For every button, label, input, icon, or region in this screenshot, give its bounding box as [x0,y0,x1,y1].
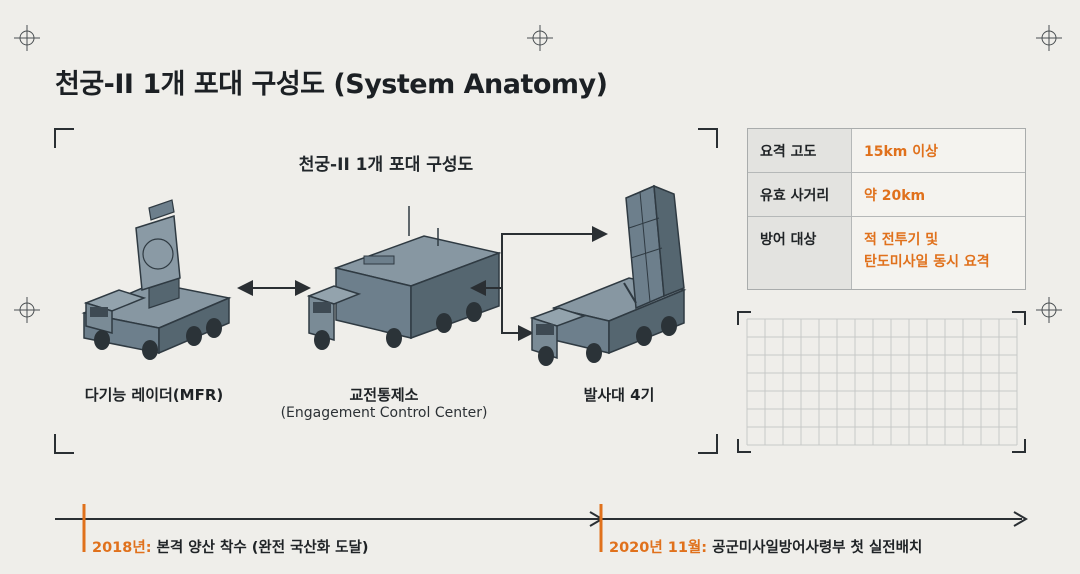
vehicle-illustrations [81,184,687,366]
unit-label-ecc: 교전통제소 (Engagement Control Center) [279,384,489,421]
crosshair-icon [14,297,40,323]
timeline-text: 공군미사일방어사령부 첫 실전배치 [707,540,923,556]
unit-name: 발사대 4기 [583,386,655,404]
panel-corner [698,434,718,454]
grid-panel [737,311,1026,453]
unit-name: 다기능 레이더(MFR) [84,386,224,404]
spec-row: 요격 고도 15km 이상 [748,129,1025,173]
radar-truck-icon [81,199,232,360]
timeline-year: 2020년 11월: [609,540,708,556]
unit-subtitle: (Engagement Control Center) [280,405,488,421]
page-title: 천궁-II 1개 포대 구성도 (System Anatomy) [55,69,608,100]
spec-key: 유효 사거리 [748,173,852,216]
timeline-event: 2020년 11월: 공군미사일방어사령부 첫 실전배치 [609,536,922,557]
diagram-title: 천궁-II 1개 포대 구성도 [298,155,474,175]
anatomy-panel: 천궁-II 1개 포대 구성도 [54,128,718,454]
unit-label-radar: 다기능 레이더(MFR) [74,384,234,405]
crosshair-icon [527,25,553,51]
timeline-year: 2018년: [92,540,152,556]
spec-value: 적 전투기 및 탄도미사일 동시 요격 [852,217,1025,289]
spec-value-line: 적 전투기 및 [864,232,939,248]
timeline [55,504,1028,552]
spec-value: 약 20km [864,188,926,204]
crosshair-icon [14,25,40,51]
spec-key: 요격 고도 [748,129,852,172]
timeline-arrowhead [1013,511,1028,527]
unit-label-launcher: 발사대 4기 [559,384,679,405]
panel-corner [54,434,74,454]
unit-name: 교전통제소 [349,386,419,404]
timeline-text: 본격 양산 착수 (완전 국산화 도달) [151,540,369,556]
spec-row: 방어 대상 적 전투기 및 탄도미사일 동시 요격 [748,217,1025,289]
spec-table: 요격 고도 15km 이상 유효 사거리 약 20km 방어 대상 적 전투기 … [747,128,1026,290]
timeline-event: 2018년: 본격 양산 착수 (완전 국산화 도달) [92,536,368,557]
spec-value: 15km 이상 [864,144,939,160]
control-center-truck-icon [306,206,502,350]
panel-corner [54,128,74,148]
spec-key: 방어 대상 [748,217,852,289]
launcher-truck-icon [529,184,687,366]
link-arrow [501,288,534,341]
spec-row: 유효 사거리 약 20km [748,173,1025,217]
crosshair-icon [1036,297,1062,323]
panel-corner [698,128,718,148]
crosshair-icon [1036,25,1062,51]
link-arrow [501,226,608,288]
spec-value-line: 탄도미사일 동시 요격 [864,254,990,270]
